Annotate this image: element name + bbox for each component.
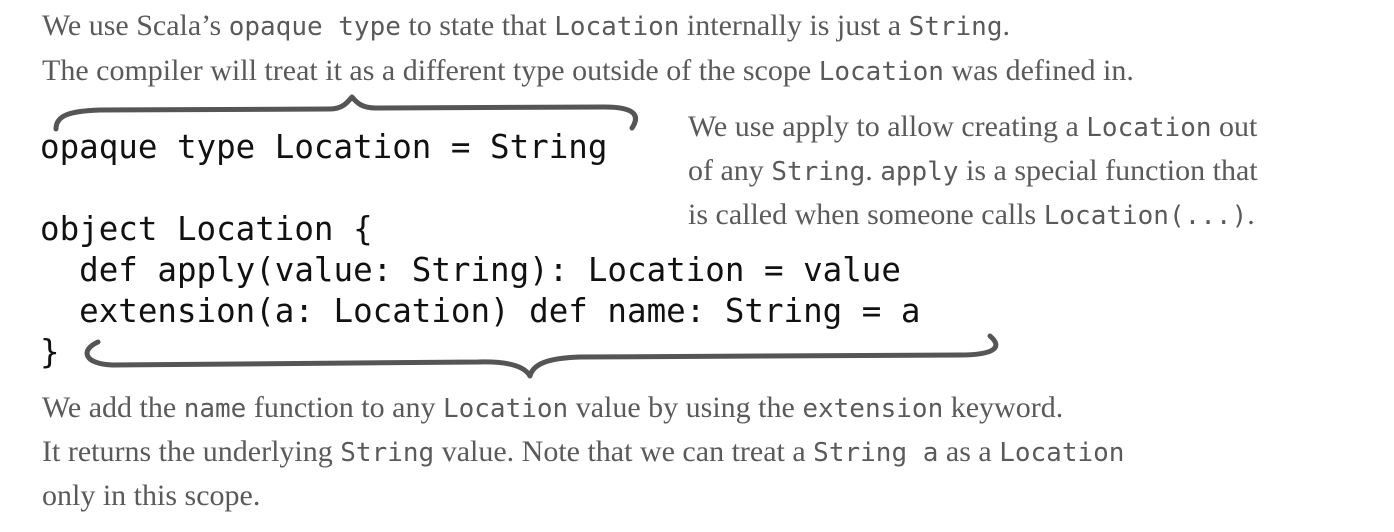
annotation-text: internally is just a bbox=[679, 9, 909, 42]
inline-code: Location bbox=[818, 57, 944, 87]
code-line-closing-brace: } bbox=[40, 333, 60, 371]
inline-code: String bbox=[771, 157, 866, 187]
right-annotation-line-2: of any String. apply is a special functi… bbox=[688, 154, 1258, 188]
annotation-text: as a bbox=[938, 435, 1000, 468]
bottom-curly-brace bbox=[84, 333, 999, 379]
annotation-text: It returns the underlying bbox=[42, 435, 341, 468]
inline-code: Location bbox=[999, 438, 1125, 468]
annotation-text: was defined in. bbox=[943, 54, 1134, 87]
right-annotation-line-1: We use apply to allow creating a Locatio… bbox=[688, 110, 1257, 144]
annotation-text: keyword. bbox=[943, 391, 1064, 424]
annotation-text: . bbox=[1002, 9, 1010, 42]
top-annotation-line-2: The compiler will treat it as a differen… bbox=[42, 54, 1134, 88]
annotation-text: is called when someone calls bbox=[688, 198, 1044, 231]
annotation-text: of any bbox=[688, 154, 772, 187]
inline-code: String a bbox=[813, 438, 939, 468]
annotation-text: function to any bbox=[246, 391, 443, 424]
annotation-text: The compiler will treat it as a differen… bbox=[42, 54, 819, 87]
annotation-text: only in this scope. bbox=[42, 479, 261, 512]
inline-code: Location bbox=[1086, 113, 1212, 143]
bottom-annotation-line-2: It returns the underlying String value. … bbox=[42, 435, 1124, 469]
inline-code: apply bbox=[880, 157, 959, 187]
code-line-apply: def apply(value: String): Location = val… bbox=[40, 251, 901, 289]
top-annotation-line-1: We use Scala’s opaque type to state that… bbox=[42, 9, 1010, 43]
bottom-annotation-line-1: We add the name function to any Location… bbox=[42, 391, 1063, 425]
annotation-text: We use Scala’s bbox=[42, 9, 229, 42]
inline-code: extension bbox=[802, 394, 944, 424]
code-line-extension: extension(a: Location) def name: String … bbox=[40, 292, 921, 330]
annotation-text: value. Note that we can treat a bbox=[434, 435, 814, 468]
annotation-text: We add the bbox=[42, 391, 184, 424]
code-line-object-location: object Location { bbox=[40, 210, 373, 248]
annotation-text: is a special function that bbox=[958, 154, 1258, 187]
inline-code: Location bbox=[554, 12, 680, 42]
code-line-opaque-type: opaque type Location = String bbox=[40, 128, 608, 166]
right-annotation-line-3: is called when someone calls Location(..… bbox=[688, 198, 1255, 232]
annotation-text: out bbox=[1211, 110, 1258, 143]
annotation-text: . bbox=[1247, 198, 1255, 231]
annotation-text: We use apply to allow creating a bbox=[688, 110, 1087, 143]
bottom-annotation-line-3: only in this scope. bbox=[42, 479, 260, 513]
annotation-text: to state that bbox=[400, 9, 555, 42]
inline-code: Location(...) bbox=[1043, 201, 1248, 231]
inline-code: name bbox=[183, 394, 247, 424]
inline-code: String bbox=[908, 12, 1003, 42]
top-curly-brace bbox=[53, 94, 638, 132]
annotation-text: . bbox=[865, 154, 881, 187]
inline-code: Location bbox=[442, 394, 569, 424]
inline-code: opaque type bbox=[228, 12, 401, 42]
inline-code: String bbox=[340, 438, 435, 468]
annotation-text: value by using the bbox=[568, 391, 803, 424]
